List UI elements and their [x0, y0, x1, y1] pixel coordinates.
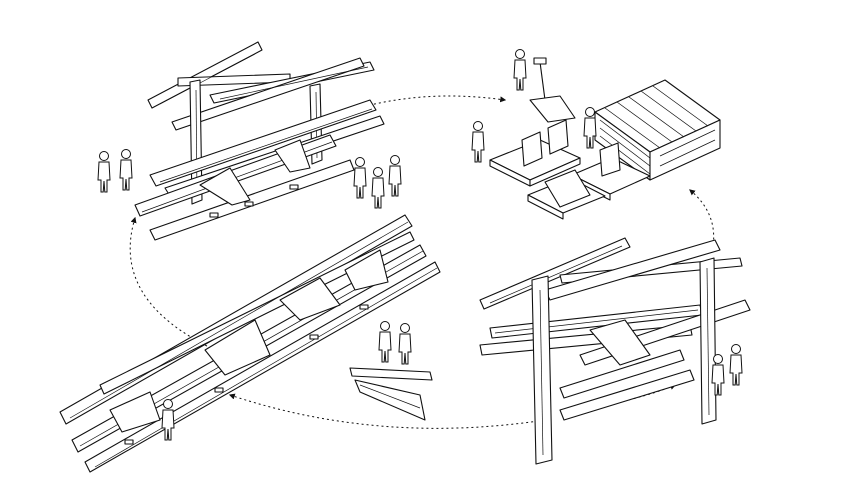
person-figure [379, 322, 391, 363]
people-group-center [354, 156, 401, 209]
person-figure [514, 50, 526, 91]
person-figure [584, 108, 596, 149]
people-group-right [712, 345, 742, 396]
partial-frame-right [480, 238, 750, 464]
person-figure [472, 122, 484, 163]
person-figure [372, 168, 384, 209]
person-figure [354, 158, 366, 199]
person-figure [730, 345, 742, 386]
prefabrication-components [490, 58, 720, 219]
person-figure [399, 324, 411, 365]
person-figure [162, 400, 174, 441]
person-figure [120, 150, 132, 191]
assembled-frame-top-left [135, 42, 384, 240]
person-figure [389, 156, 401, 197]
person-figure [98, 152, 110, 193]
people-group-left [98, 150, 132, 193]
loose-components [350, 368, 432, 420]
